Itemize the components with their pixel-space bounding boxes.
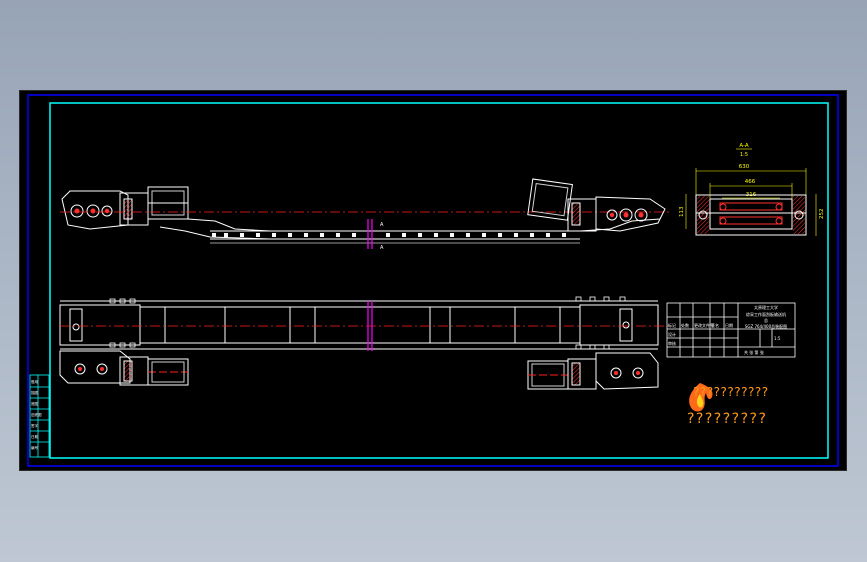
drawing-sheet: 借用 描图 底图 旧底图 签字 日期 编号 [19, 90, 847, 471]
dim-overall-width: 630 [739, 164, 750, 170]
watermark-line-2: ????????? [687, 411, 768, 427]
chain-links [212, 233, 566, 237]
dim-height-left: 113 [679, 206, 685, 217]
right-ramp [579, 218, 661, 232]
title-row-cell: 日期 [725, 322, 733, 328]
title-row-cell: 处数 [681, 322, 689, 328]
side-table-cells: 借用 描图 底图 旧底图 签字 日期 编号 [31, 379, 42, 450]
watermark-line-1: ??????????? [693, 385, 769, 399]
title-row-cell: 签名 [711, 322, 719, 328]
plan-break-marks [367, 301, 373, 351]
right-drive-head [527, 178, 666, 232]
side-cell: 日期 [31, 434, 38, 439]
side-cell: 借用 [31, 379, 38, 384]
title-row-cell: 更改文件号 [694, 322, 714, 328]
title-line: 总 [764, 317, 768, 323]
inner-frame [49, 102, 829, 459]
plan-small-boxes [109, 296, 626, 350]
title-sheet: 共 张 第 张 [744, 349, 764, 355]
line-pans [210, 230, 580, 244]
plan-frame [59, 300, 659, 350]
section-a-a: A-A 1:5 630 466 316 113 252 [679, 143, 825, 236]
cad-drawing: 借用 描图 底图 旧底图 签字 日期 编号 [27, 94, 839, 467]
title-block-text: 太原理工大学 综采工作面刮板输送机 总 SGZ 764/400总装配图 标记 处… [668, 304, 787, 355]
section-label: A-A [739, 143, 749, 149]
elevation-view: A A [60, 178, 670, 251]
title-scale: 1:5 [774, 336, 781, 341]
side-cell: 底图 [31, 401, 38, 406]
section-profile [695, 194, 807, 236]
side-cell: 签字 [31, 423, 38, 428]
plan-view [59, 296, 670, 390]
side-cell: 描图 [31, 390, 38, 395]
plan-left-drive [59, 350, 189, 386]
title-line: SGZ 764/400总装配图 [745, 323, 787, 329]
title-design: 设计 [668, 331, 676, 337]
section-mark-a: A [380, 222, 384, 228]
section-dimensions [685, 168, 817, 236]
left-drive-head [61, 186, 189, 230]
dim-height-right: 252 [819, 209, 825, 220]
flame-logo [689, 383, 713, 412]
section-mark-a: A [380, 245, 384, 251]
title-line: 综采工作面刮板输送机 [746, 311, 786, 317]
outer-frame [27, 94, 839, 467]
break-marks [367, 219, 373, 249]
section-scale: 1:5 [740, 152, 748, 158]
plan-right-drive [527, 352, 659, 390]
side-cell: 编号 [31, 445, 38, 450]
title-row-cell: 标记 [668, 322, 676, 328]
title-line: 太原理工大学 [754, 304, 778, 310]
title-block [666, 302, 796, 358]
side-table [29, 374, 50, 458]
side-cell: 旧底图 [31, 412, 42, 417]
title-check: 审核 [668, 340, 676, 346]
left-ramp [187, 218, 271, 232]
dim-mid-width: 466 [745, 179, 756, 185]
